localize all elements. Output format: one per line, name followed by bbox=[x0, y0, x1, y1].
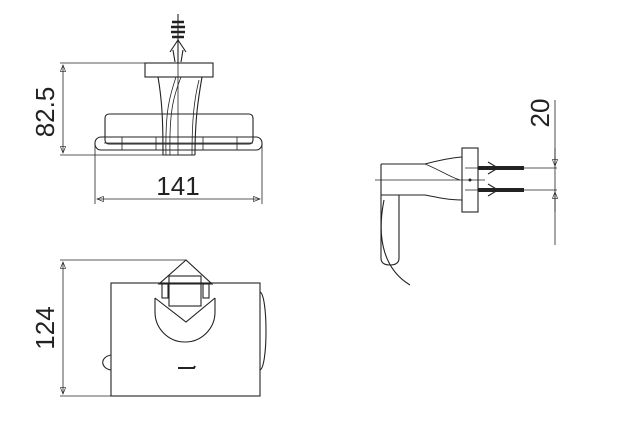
wall-anchor-screw-icon bbox=[169, 14, 187, 63]
dimension-label-124: 124 bbox=[30, 306, 60, 349]
dimension-label-141: 141 bbox=[156, 171, 199, 201]
dimension-label-20: 20 bbox=[525, 99, 555, 128]
side-view: 20 bbox=[375, 99, 559, 286]
brand-logo bbox=[178, 365, 196, 369]
dimension-label-82-5: 82.5 bbox=[30, 87, 60, 138]
neck bbox=[157, 76, 203, 156]
back-bar bbox=[104, 113, 254, 145]
wall-flange bbox=[144, 62, 214, 78]
square-block bbox=[168, 275, 202, 307]
diamond-mount bbox=[157, 259, 214, 285]
u-holder bbox=[154, 298, 216, 343]
arm bbox=[380, 156, 463, 201]
right-edge bbox=[259, 291, 267, 371]
top-view: 82.5 141 bbox=[30, 14, 263, 204]
cover-plate bbox=[110, 282, 261, 397]
left-edge bbox=[102, 354, 112, 371]
front-view: 124 bbox=[30, 259, 267, 397]
paper-curve bbox=[380, 199, 411, 286]
leg bbox=[380, 195, 400, 266]
